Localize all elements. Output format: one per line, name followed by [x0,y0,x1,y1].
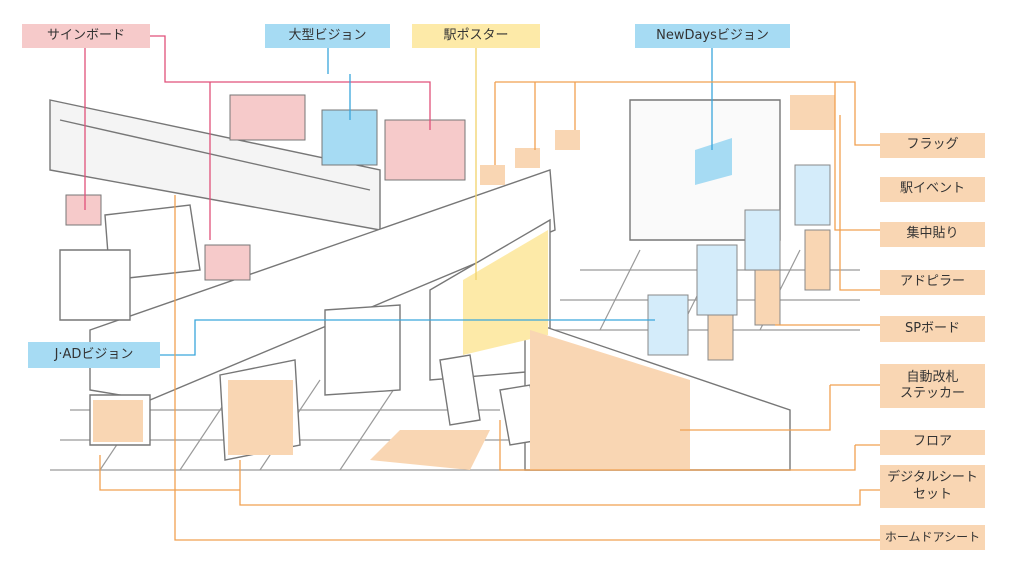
label-station-poster: 駅ポスター [412,24,540,48]
label-large-vision: 大型ビジョン [265,24,390,48]
label-concentrated-posting: 集中貼り [880,222,985,247]
label-floor: フロア [880,430,985,455]
label-station-event: 駅イベント [880,177,985,202]
label-sp-board: SPボード [880,316,985,342]
label-flag: フラッグ [880,133,985,158]
label-newdays-vision: NewDaysビジョン [635,24,790,48]
label-platform-door-sheet: ホームドアシート [880,525,985,550]
label-signboard: サインボード [22,24,150,48]
ad-panels [65,94,835,470]
label-jad-vision: J·ADビジョン [28,342,160,368]
label-ad-pillar: アドピラー [880,270,985,295]
label-digital-sheet-set: デジタルシート セット [880,465,985,508]
leader-lines [84,35,880,541]
label-ticket-gate-sticker: 自動改札 ステッカー [880,364,985,408]
